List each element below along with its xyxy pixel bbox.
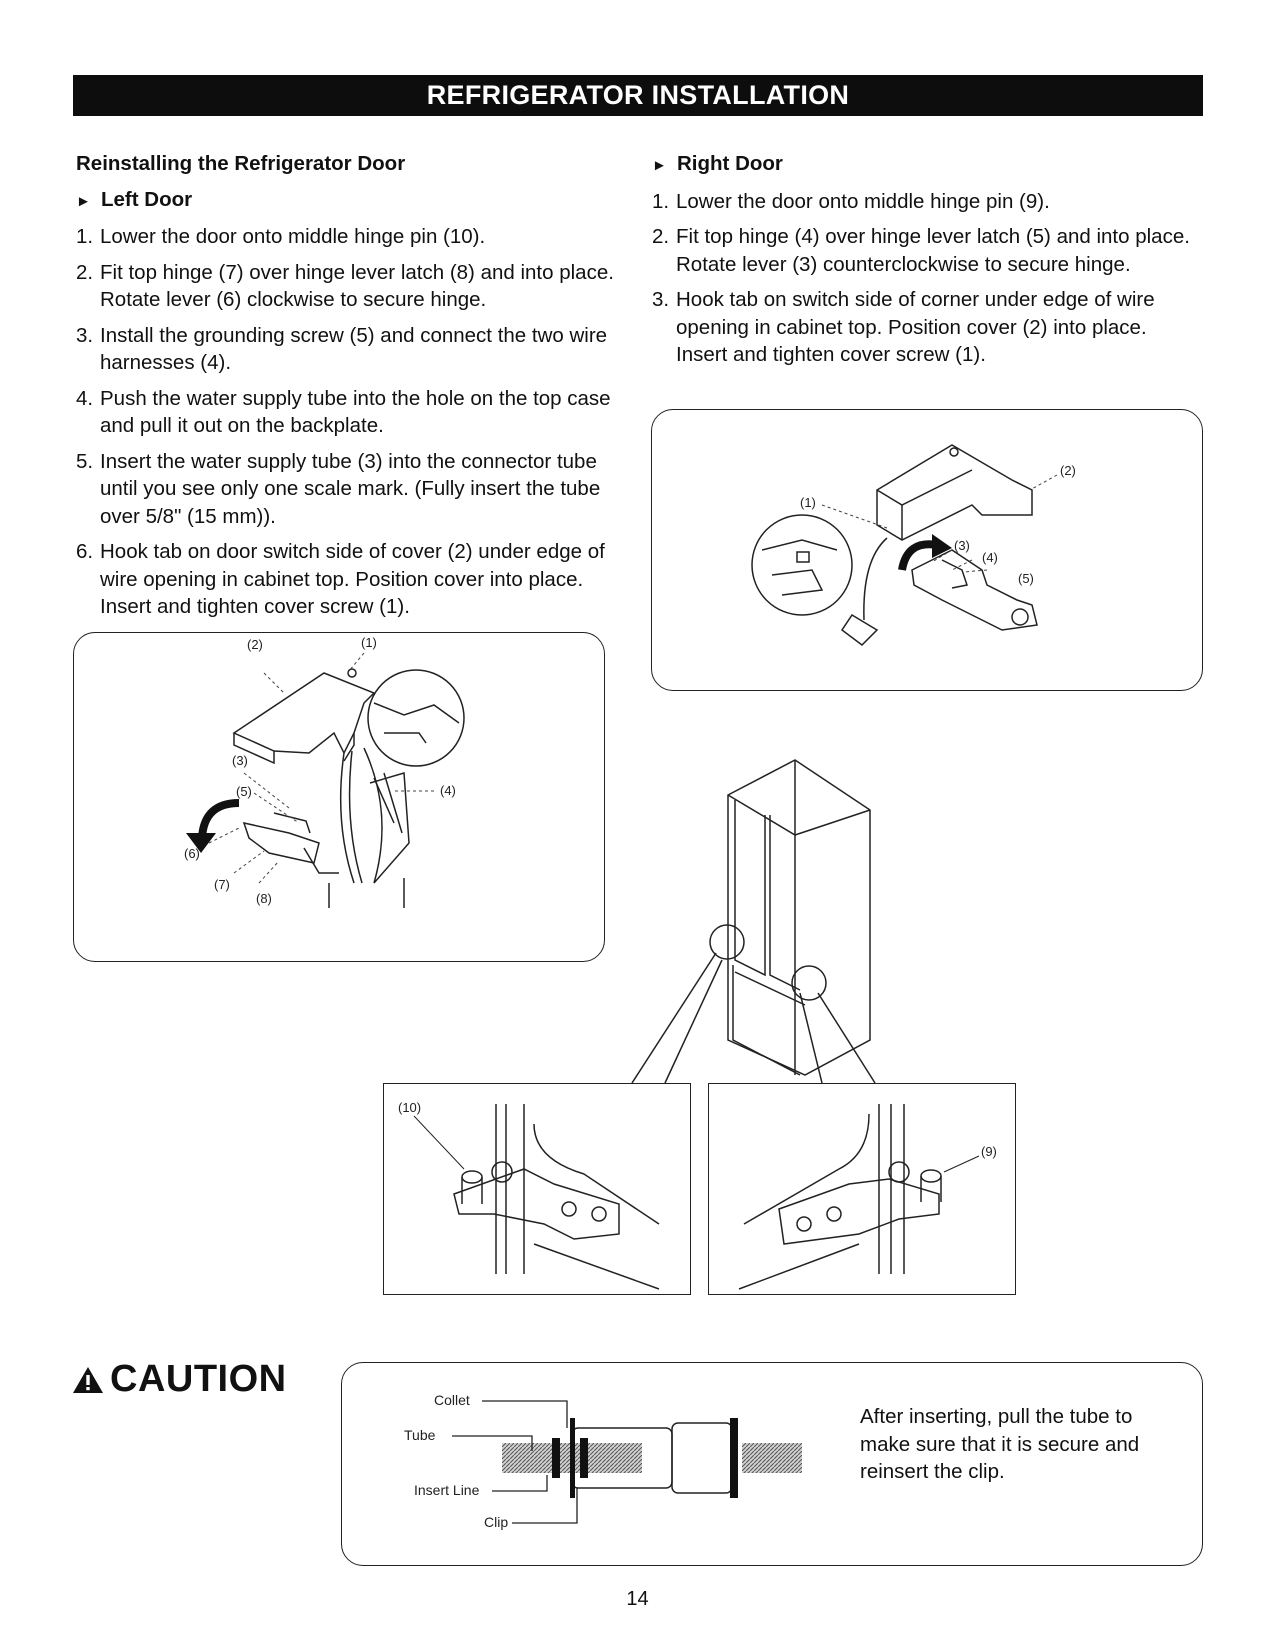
figure-label: (3) xyxy=(954,538,970,553)
right-door-steps: 1.Lower the door onto middle hinge pin (… xyxy=(652,188,1197,369)
figure-label: (2) xyxy=(247,637,263,652)
list-item: 2.Fit top hinge (7) over hinge lever lat… xyxy=(76,260,614,312)
figure-label: (1) xyxy=(361,635,377,650)
list-item: 2.Fit top hinge (4) over hinge lever lat… xyxy=(652,225,1190,276)
figure-label: (4) xyxy=(982,550,998,565)
left-door-steps: 1.Lower the door onto middle hinge pin (… xyxy=(76,223,636,621)
page-title: REFRIGERATOR INSTALLATION xyxy=(73,75,1203,116)
figure-label: (5) xyxy=(1018,571,1034,586)
caution-heading: CAUTION xyxy=(72,1358,287,1401)
section-heading: Reinstalling the Refrigerator Door xyxy=(76,152,406,175)
left-door-hinge-figure: (2) (1) (3) (5) (4) (6) (7) (8) xyxy=(73,632,605,962)
right-hinge-detail: (9) xyxy=(708,1083,1016,1295)
caution-text: After inserting, pull the tube to make s… xyxy=(860,1405,1140,1483)
list-item: 4.Push the water supply tube into the ho… xyxy=(76,386,611,438)
list-item: 6.Hook tab on door switch side of cover … xyxy=(76,540,605,618)
diagram-label: Clip xyxy=(484,1514,508,1530)
warning-triangle-icon xyxy=(73,1366,103,1393)
figure-label: (4) xyxy=(440,783,456,798)
left-door-subhead: ►Left Door xyxy=(76,186,636,216)
triangle-bullet-icon: ► xyxy=(652,157,667,174)
rotate-arrow-icon xyxy=(198,799,240,839)
right-door-instructions: ►Right Door 1.Lower the door onto middle… xyxy=(652,150,1197,377)
list-item: 1.Lower the door onto middle hinge pin (… xyxy=(652,189,1050,213)
left-door-instructions: Reinstalling the Refrigerator Door ►Left… xyxy=(76,150,636,629)
caution-box: Collet Tube Insert Line Clip After inser… xyxy=(341,1362,1203,1566)
refrigerator-overview-illustration xyxy=(631,759,876,1084)
left-hinge-detail: (10) xyxy=(383,1083,691,1295)
list-item: 1.Lower the door onto middle hinge pin (… xyxy=(76,225,486,248)
figure-label: (8) xyxy=(256,891,272,906)
left-hinge-illustration: (2) (1) (3) (5) (4) (6) (7) (8) xyxy=(184,635,465,908)
figure-label: (3) xyxy=(232,753,248,768)
right-hinge-illustration: (1) (2) (3) (4) (5) xyxy=(751,444,1076,646)
diagram-label: Insert Line xyxy=(414,1482,480,1498)
triangle-bullet-icon: ► xyxy=(76,192,91,210)
right-door-hinge-figure: (1) (2) (3) (4) (5) xyxy=(651,409,1203,691)
hinge-pin-label: (9) xyxy=(981,1144,997,1159)
figure-label: (1) xyxy=(800,495,816,510)
figure-label: (5) xyxy=(236,784,252,799)
page-number: 14 xyxy=(626,1588,649,1610)
figure-label: (7) xyxy=(214,877,230,892)
list-item: 3.Install the grounding screw (5) and co… xyxy=(76,323,608,375)
diagram-label: Tube xyxy=(404,1427,436,1443)
list-item: 5.Insert the water supply tube (3) into … xyxy=(76,449,601,528)
diagram-label: Collet xyxy=(434,1392,470,1408)
figure-label: (6) xyxy=(184,846,200,861)
right-door-subhead: ►Right Door xyxy=(652,150,1197,180)
figure-label: (2) xyxy=(1060,463,1076,478)
hinge-pin-label: (10) xyxy=(398,1100,421,1115)
list-item: 3.Hook tab on switch side of corner unde… xyxy=(652,288,1155,366)
water-tube-connector-diagram: Collet Tube Insert Line Clip xyxy=(404,1392,802,1530)
